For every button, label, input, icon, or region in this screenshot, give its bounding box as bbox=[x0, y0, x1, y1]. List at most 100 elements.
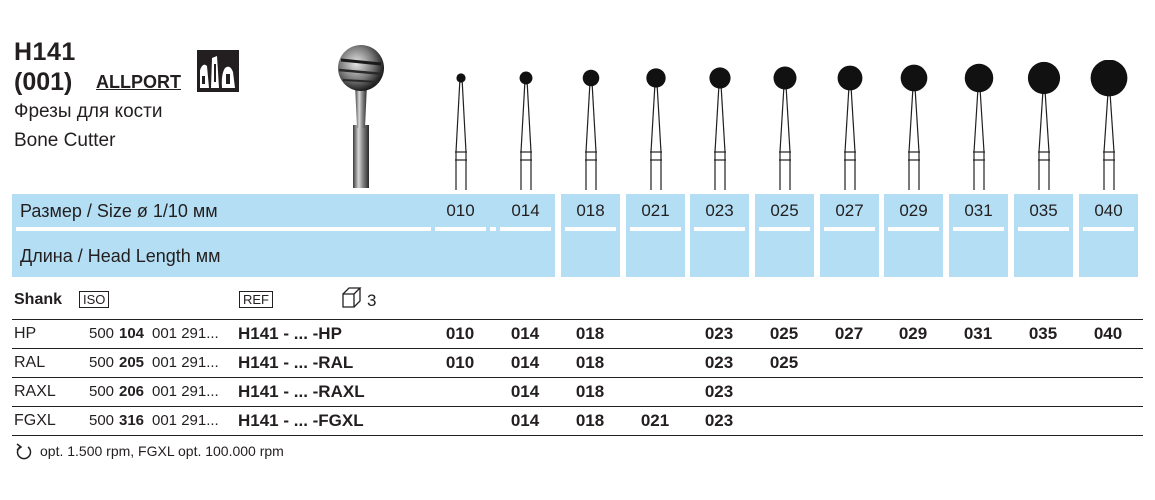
ref-number: H141 - ... -RAXL bbox=[238, 382, 365, 401]
size-value: 040 bbox=[1094, 201, 1123, 220]
available-size-025: 025 bbox=[769, 324, 799, 343]
bur-drawing-018 bbox=[582, 69, 600, 190]
available-size-014: 014 bbox=[510, 411, 540, 430]
iso-prefix: 500 bbox=[89, 325, 115, 342]
table-bottom-rule bbox=[12, 435, 1143, 436]
size-value: 010 bbox=[446, 201, 475, 220]
bur-drawing-027 bbox=[837, 65, 863, 190]
band-divider bbox=[16, 227, 549, 231]
available-size-027: 027 bbox=[834, 324, 864, 343]
column-divider bbox=[630, 227, 681, 231]
product-name-en: Bone Cutter bbox=[14, 130, 116, 151]
size-value: 021 bbox=[641, 201, 670, 220]
bur-drawing-014 bbox=[519, 71, 533, 190]
size-label: Размер / Size ø 1/10 мм bbox=[20, 201, 218, 221]
size-column-035: 035 bbox=[1014, 194, 1073, 277]
available-size-018: 018 bbox=[575, 411, 605, 430]
package-qty: 3 bbox=[367, 291, 377, 310]
iso-header: ISO bbox=[79, 291, 110, 308]
size-column-014: 014 bbox=[496, 194, 555, 277]
ref-number: H141 - ... -HP bbox=[238, 324, 342, 343]
available-size-018: 018 bbox=[575, 382, 605, 401]
size-value: 014 bbox=[511, 201, 540, 220]
available-size-023: 023 bbox=[704, 324, 734, 343]
column-divider bbox=[759, 227, 810, 231]
ref-header: REF bbox=[239, 291, 273, 308]
available-size-035: 035 bbox=[1028, 324, 1058, 343]
available-size-023: 023 bbox=[704, 382, 734, 401]
bur-size-drawings bbox=[455, 60, 1128, 190]
available-size-023: 023 bbox=[704, 353, 734, 372]
size-value: 027 bbox=[835, 201, 864, 220]
rotation-icon bbox=[16, 443, 32, 460]
column-divider bbox=[500, 227, 551, 231]
size-value: 018 bbox=[576, 201, 605, 220]
bur-drawing-040 bbox=[1090, 60, 1128, 190]
size-column-010: 010 bbox=[431, 194, 490, 277]
size-column-018: 018 bbox=[561, 194, 620, 277]
available-size-010: 010 bbox=[445, 324, 475, 343]
ref-number: H141 - ... -FGXL bbox=[238, 411, 364, 430]
iso-suffix: 001 291... bbox=[152, 383, 219, 400]
iso-suffix: 001 291... bbox=[152, 325, 219, 342]
iso-shank-code: 104 bbox=[119, 325, 145, 342]
column-divider bbox=[1018, 227, 1069, 231]
iso-prefix: 500 bbox=[89, 383, 115, 400]
bur-drawing-010 bbox=[455, 73, 467, 190]
package-icon bbox=[342, 287, 362, 308]
size-value: 029 bbox=[899, 201, 928, 220]
size-value: 025 bbox=[770, 201, 799, 220]
figure-number: (001) bbox=[14, 68, 73, 96]
available-size-025: 025 bbox=[769, 353, 799, 372]
column-divider bbox=[565, 227, 616, 231]
available-size-018: 018 bbox=[575, 353, 605, 372]
bur-drawing-031 bbox=[964, 63, 994, 190]
column-divider bbox=[824, 227, 875, 231]
column-divider bbox=[694, 227, 745, 231]
bur-photo-icon bbox=[338, 45, 384, 188]
size-column-031: 031 bbox=[949, 194, 1008, 277]
product-code: H141 bbox=[14, 38, 76, 66]
size-value: 031 bbox=[964, 201, 993, 220]
size-column-023: 023 bbox=[690, 194, 749, 277]
iso-prefix: 500 bbox=[89, 354, 115, 371]
iso-prefix: 500 bbox=[89, 412, 115, 429]
bur-drawing-035 bbox=[1027, 61, 1061, 190]
product-name-ru: Фрезы для кости bbox=[14, 101, 163, 122]
bur-drawing-025 bbox=[773, 66, 797, 190]
iso-shank-code: 206 bbox=[119, 383, 145, 400]
available-size-014: 014 bbox=[510, 353, 540, 372]
brand-name: ALLPORT bbox=[96, 72, 181, 92]
available-size-029: 029 bbox=[898, 324, 928, 343]
iso-shank-code: 205 bbox=[119, 354, 145, 371]
size-column-025: 025 bbox=[755, 194, 814, 277]
column-divider bbox=[888, 227, 939, 231]
shank-type: HP bbox=[14, 325, 37, 342]
available-size-010: 010 bbox=[445, 353, 475, 372]
shank-type: FGXL bbox=[14, 412, 56, 429]
column-divider bbox=[953, 227, 1004, 231]
shank-header: Shank bbox=[14, 291, 63, 308]
available-size-014: 014 bbox=[510, 324, 540, 343]
size-value: 035 bbox=[1029, 201, 1058, 220]
bur-drawing-029 bbox=[900, 64, 928, 190]
bur-drawing-021 bbox=[646, 68, 666, 190]
head-length-label: Длина / Head Length мм bbox=[20, 246, 221, 266]
size-value: 023 bbox=[705, 201, 734, 220]
iso-suffix: 001 291... bbox=[152, 412, 219, 429]
allport-logo-icon bbox=[197, 50, 239, 92]
ref-number: H141 - ... -RAL bbox=[238, 353, 354, 372]
shank-type: RAXL bbox=[14, 383, 56, 400]
available-size-023: 023 bbox=[704, 411, 734, 430]
column-divider bbox=[1083, 227, 1134, 231]
available-size-018: 018 bbox=[575, 324, 605, 343]
iso-shank-code: 316 bbox=[119, 412, 145, 429]
rpm-note: opt. 1.500 rpm, FGXL opt. 100.000 rpm bbox=[40, 443, 284, 459]
available-size-040: 040 bbox=[1093, 324, 1123, 343]
available-size-031: 031 bbox=[963, 324, 993, 343]
size-column-040: 040 bbox=[1079, 194, 1138, 277]
